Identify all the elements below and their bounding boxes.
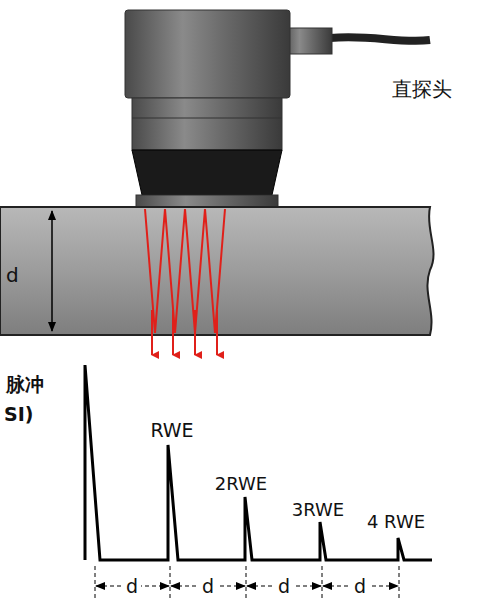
dimension-label: d bbox=[275, 576, 293, 597]
echo-waveform bbox=[85, 365, 432, 560]
thickness-label: d bbox=[6, 264, 19, 286]
dimension-label: d bbox=[123, 576, 141, 597]
dimension-label: d bbox=[351, 576, 369, 597]
echo-label: 4 RWE bbox=[367, 512, 425, 532]
probe-collar bbox=[132, 150, 282, 195]
probe-face bbox=[136, 195, 278, 207]
pulse-label: SI) bbox=[4, 404, 33, 425]
dimension-label: d bbox=[199, 576, 217, 597]
echo-label: RWE bbox=[150, 420, 193, 441]
echo-label: 3RWE bbox=[292, 500, 344, 520]
probe-head bbox=[125, 10, 290, 98]
transmitted-arrows bbox=[152, 310, 217, 355]
dimension-ticks bbox=[95, 566, 399, 598]
probe-body bbox=[132, 98, 282, 150]
probe-label: 直探头 bbox=[392, 78, 452, 100]
pulse-label: 脉冲 bbox=[6, 374, 44, 395]
sound-path bbox=[145, 209, 225, 333]
cable bbox=[330, 37, 430, 41]
thickness-arrow bbox=[51, 211, 53, 331]
echo-label: 2RWE bbox=[215, 474, 267, 494]
